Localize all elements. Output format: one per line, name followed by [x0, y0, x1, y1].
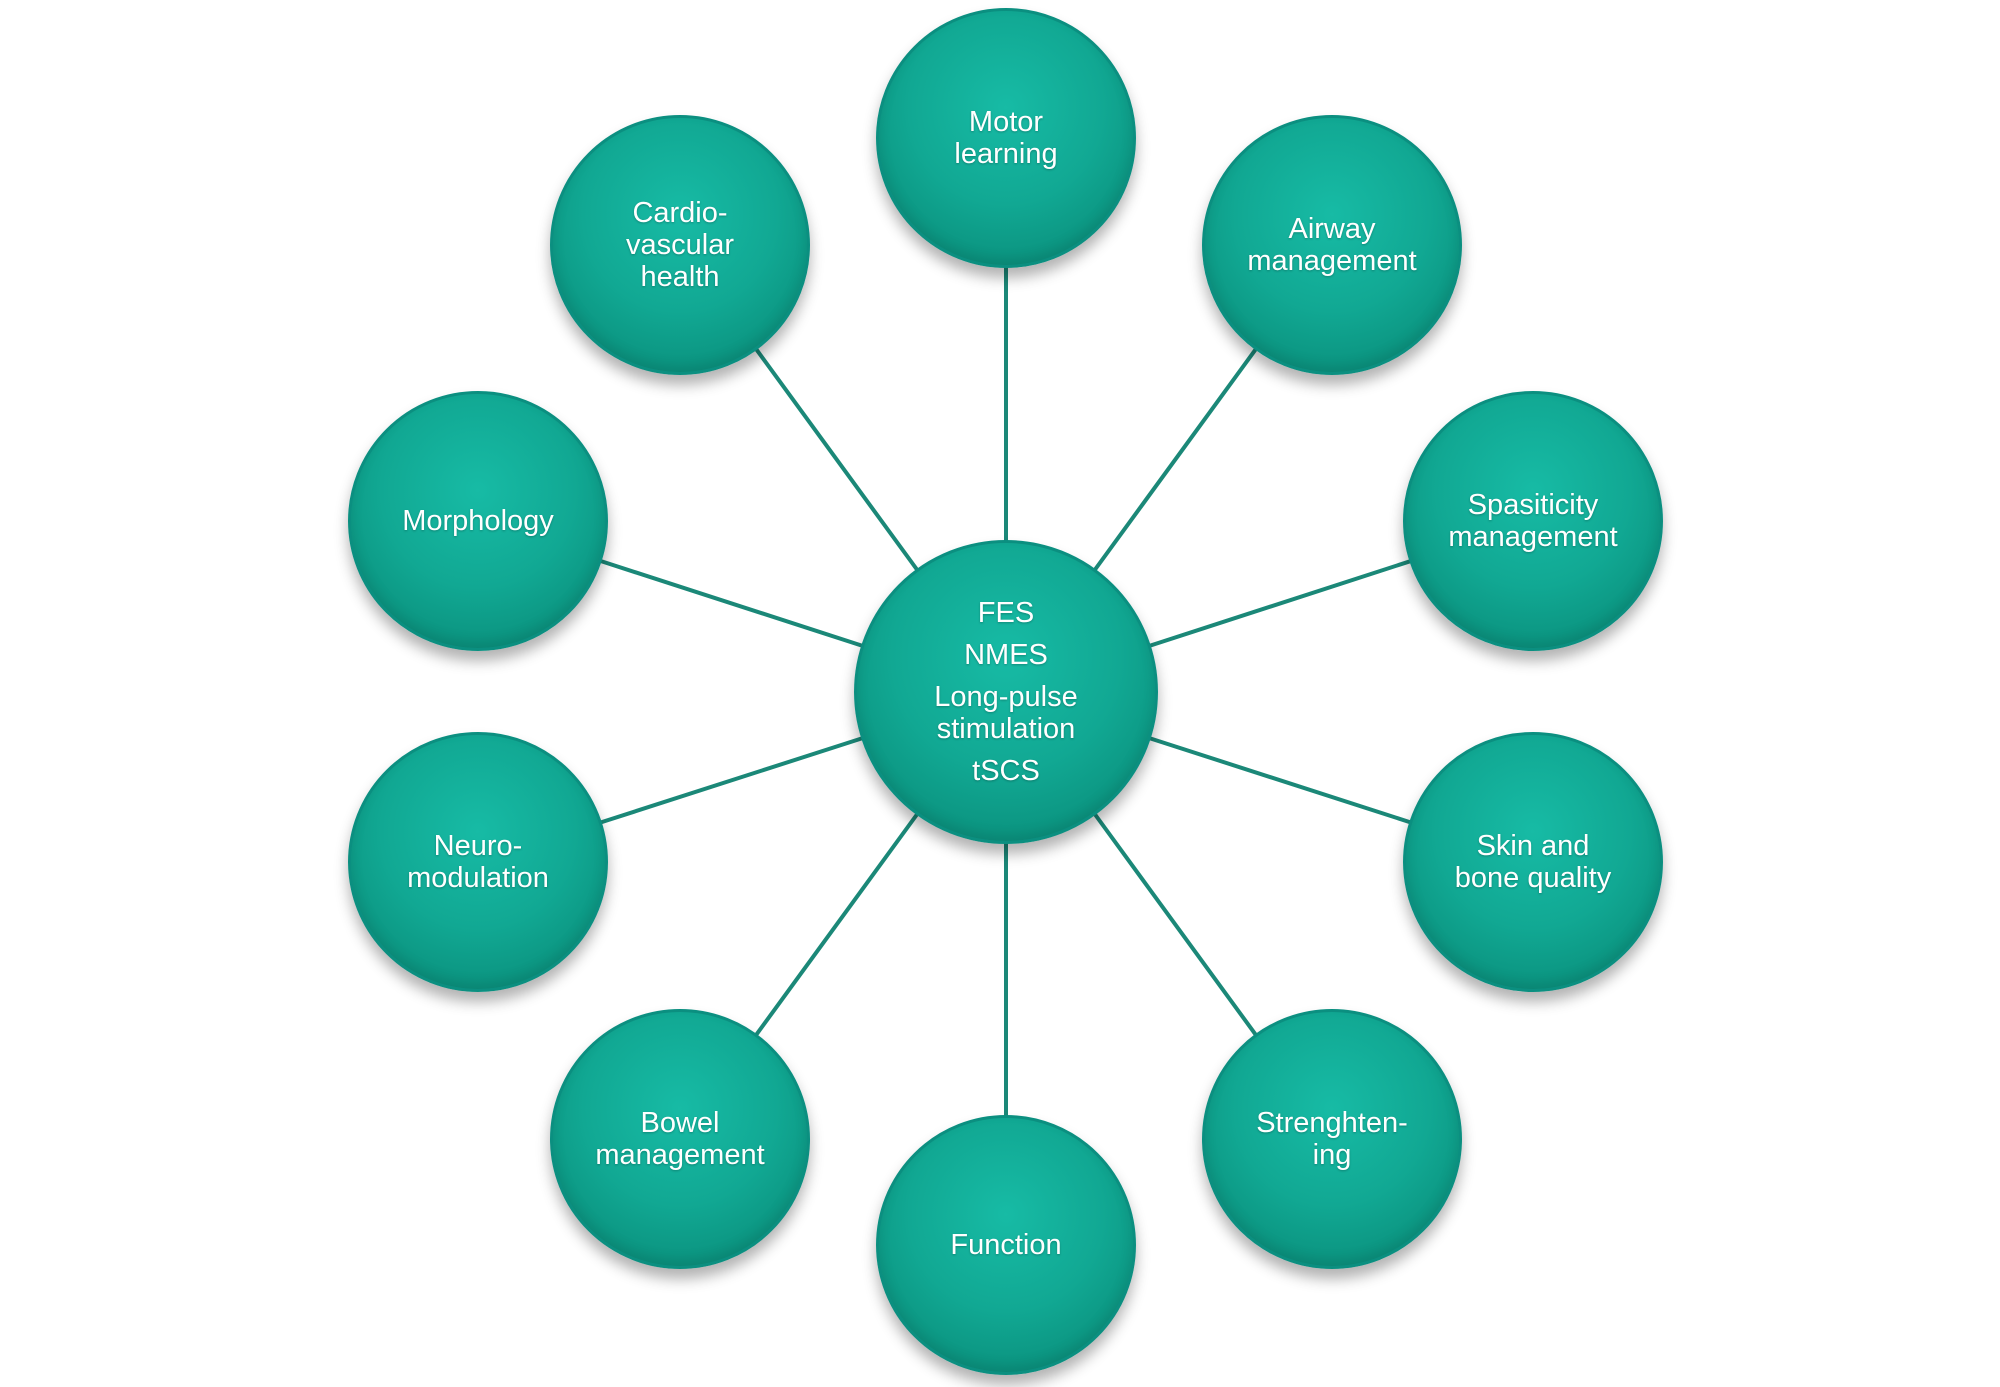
connector-airway-management — [1092, 347, 1259, 572]
node-airway-management-label: Airway management — [1247, 213, 1417, 277]
connector-neuromodulation — [599, 736, 864, 825]
node-skin-and-bone-quality: Skin and bone quality — [1403, 732, 1663, 992]
connector-spasiticity-management — [1148, 558, 1412, 648]
node-neuromodulation-label: Neuro- modulation — [407, 830, 549, 894]
node-airway-management: Airway management — [1202, 115, 1462, 375]
connector-motor-learning — [1004, 266, 1008, 542]
node-function: Function — [876, 1115, 1136, 1375]
node-bowel-management: Bowel management — [550, 1009, 810, 1269]
node-neuromodulation: Neuro- modulation — [348, 732, 608, 992]
center-line-nmes: NMES — [964, 639, 1048, 671]
connector-morphology — [599, 558, 864, 648]
connector-strenghtening — [1092, 812, 1259, 1037]
node-morphology: Morphology — [348, 391, 608, 651]
center-line-long-pulse: Long-pulse stimulation — [934, 681, 1078, 745]
center-line-fes: FES — [977, 597, 1035, 629]
center-node: FES NMES Long-pulse stimulation tSCS — [854, 540, 1158, 844]
node-spasiticity-management: Spasiticity management — [1403, 391, 1663, 651]
node-cardiovascular-health-label: Cardio- vascular health — [626, 197, 734, 293]
node-cardiovascular-health: Cardio- vascular health — [550, 115, 810, 375]
node-morphology-label: Morphology — [402, 505, 554, 537]
node-motor-learning-label: Motor learning — [954, 106, 1058, 170]
node-spasiticity-management-label: Spasiticity management — [1448, 489, 1618, 553]
connector-skin-and-bone-quality — [1148, 736, 1412, 825]
center-line-tscs: tSCS — [972, 755, 1040, 787]
node-function-label: Function — [950, 1229, 1062, 1261]
connector-cardiovascular-health — [753, 347, 920, 572]
center-node-label: FES NMES Long-pulse stimulation tSCS — [934, 592, 1078, 792]
node-bowel-management-label: Bowel management — [595, 1107, 765, 1171]
connector-bowel-management — [753, 812, 920, 1037]
connector-function — [1004, 842, 1008, 1117]
node-strenghtening: Strenghten- ing — [1202, 1009, 1462, 1269]
node-skin-and-bone-quality-label: Skin and bone quality — [1454, 830, 1612, 894]
node-strenghtening-label: Strenghten- ing — [1256, 1107, 1408, 1171]
node-motor-learning: Motor learning — [876, 8, 1136, 268]
